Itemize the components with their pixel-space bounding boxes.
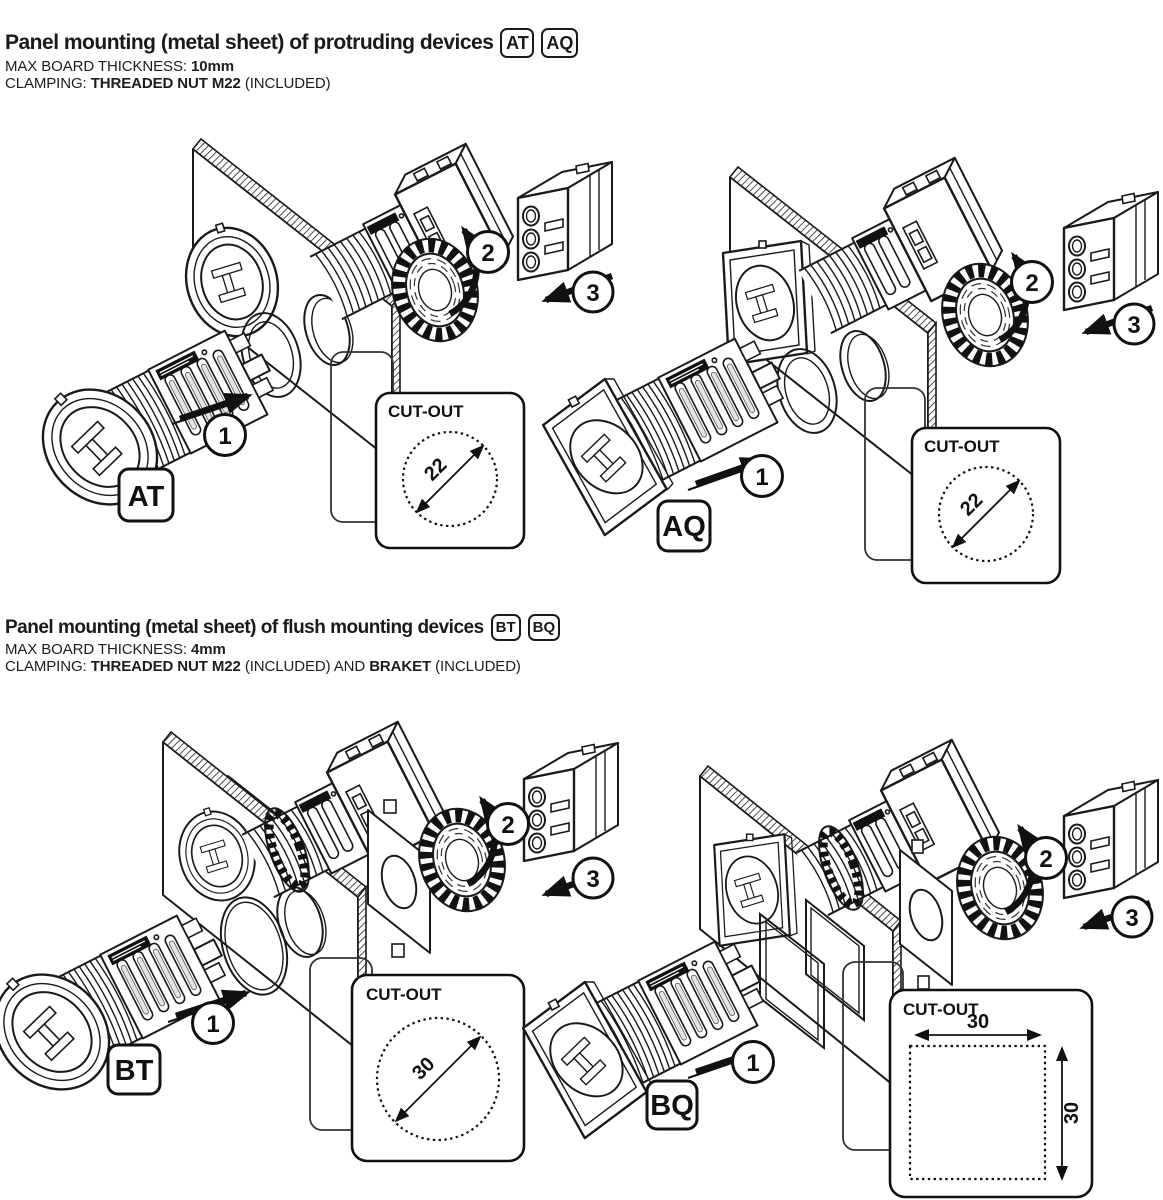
device-code-badge [106, 1043, 162, 1096]
diameter-arrow [394, 1035, 482, 1123]
diagram-bq: 1 2 3 BQ CUT-OUT 30 30 [517, 738, 1160, 1199]
step-3-badge [1112, 302, 1156, 346]
rotate-arrow [1004, 823, 1043, 915]
step-1-number: 1 [206, 1011, 219, 1038]
cutout-title: CUT-OUT [924, 437, 1000, 456]
step-2-number: 2 [1039, 846, 1052, 873]
device-code-badge [645, 1079, 699, 1131]
step-3-number: 3 [1127, 312, 1140, 339]
badge-aq: AQ [541, 28, 579, 58]
device-code: AT [128, 481, 165, 513]
step-1-number: 1 [218, 423, 231, 450]
step-1-number: 1 [746, 1050, 759, 1077]
cutout-box: CUT-OUT 30 30 [888, 988, 1094, 1199]
spec-clamping: CLAMPING: THREADED NUT M22 (INCLUDED) AN… [5, 658, 521, 675]
step-2-number: 2 [481, 240, 494, 267]
spec-clamping: CLAMPING: THREADED NUT M22 (INCLUDED) [5, 75, 331, 92]
badge-bt: BT [490, 614, 521, 641]
step-2-badge [1024, 836, 1068, 880]
step-3-number: 3 [586, 280, 599, 307]
cutout-circle [937, 465, 1035, 563]
device-code-badge [117, 467, 175, 523]
cutout-box: CUT-OUT 30 [350, 973, 526, 1163]
diameter-arrow [951, 479, 1021, 549]
step-1-badge [203, 413, 247, 457]
mounted-bezel [714, 834, 797, 946]
step-3-number: 3 [586, 866, 599, 893]
step-2-badge [1010, 260, 1054, 304]
diameter-arrow [415, 444, 485, 514]
badge-bq: BQ [527, 614, 561, 641]
diagram-bt: 1 2 3 BT CUT-OUT 30 [0, 720, 620, 1163]
diagram-aq: 1 2 3 AQ CUT-OUT 22 [537, 156, 1160, 585]
diagram-at: 1 2 3 AT CUT-OUT 22 [3, 137, 615, 550]
connector-plug [1062, 190, 1160, 312]
spec-thickness: MAX BOARD THICKNESS: 4mm [5, 641, 226, 658]
cutout-box: CUT-OUT 22 [910, 426, 1062, 585]
device-code: AQ [662, 511, 706, 543]
cutout-title: CUT-OUT [903, 1000, 979, 1019]
badge-at: AT [500, 28, 535, 58]
step-1-number: 1 [755, 464, 768, 491]
insert-arrow [178, 392, 253, 423]
step-1-badge [740, 454, 784, 498]
cutout-circle [401, 430, 499, 528]
step-2-badge [486, 802, 530, 846]
bracket-plate [899, 839, 953, 990]
square-gasket [759, 911, 825, 1051]
cutout-width: 30 [967, 1011, 989, 1033]
connector-plug [1062, 778, 1160, 900]
step-2-number: 2 [501, 812, 514, 839]
step-3-badge [571, 856, 615, 900]
connector-plug [522, 741, 620, 863]
step-1-badge [191, 1001, 235, 1045]
cutout-height: 30 [1061, 1102, 1083, 1124]
section-title: Panel mounting (metal sheet) of protrudi… [5, 31, 494, 54]
cutout-title: CUT-OUT [388, 402, 464, 421]
device-code: BT [115, 1055, 154, 1087]
spec-thickness: MAX BOARD THICKNESS: 10mm [5, 58, 234, 75]
step-3-number: 3 [1125, 905, 1138, 932]
rotate-arrow [466, 795, 505, 887]
bracket-plate [367, 799, 431, 958]
device-code-badge [656, 499, 712, 553]
step-3-badge [1110, 895, 1154, 939]
step-2-number: 2 [1025, 270, 1038, 297]
section-protruding-header: Panel mounting (metal sheet) of protrudi… [5, 28, 579, 92]
cutout-box: CUT-OUT 22 [374, 391, 526, 550]
connector-plug [516, 160, 614, 282]
section-title: Panel mounting (metal sheet) of flush mo… [5, 616, 484, 638]
step-2-badge [466, 230, 510, 274]
cutout-title: CUT-OUT [366, 985, 442, 1004]
section-flush-header: Panel mounting (metal sheet) of flush mo… [5, 614, 561, 675]
step-3-badge [571, 270, 615, 314]
device-code: BQ [650, 1090, 694, 1122]
cutout-circle [375, 1016, 501, 1142]
step-1-badge [731, 1040, 775, 1084]
